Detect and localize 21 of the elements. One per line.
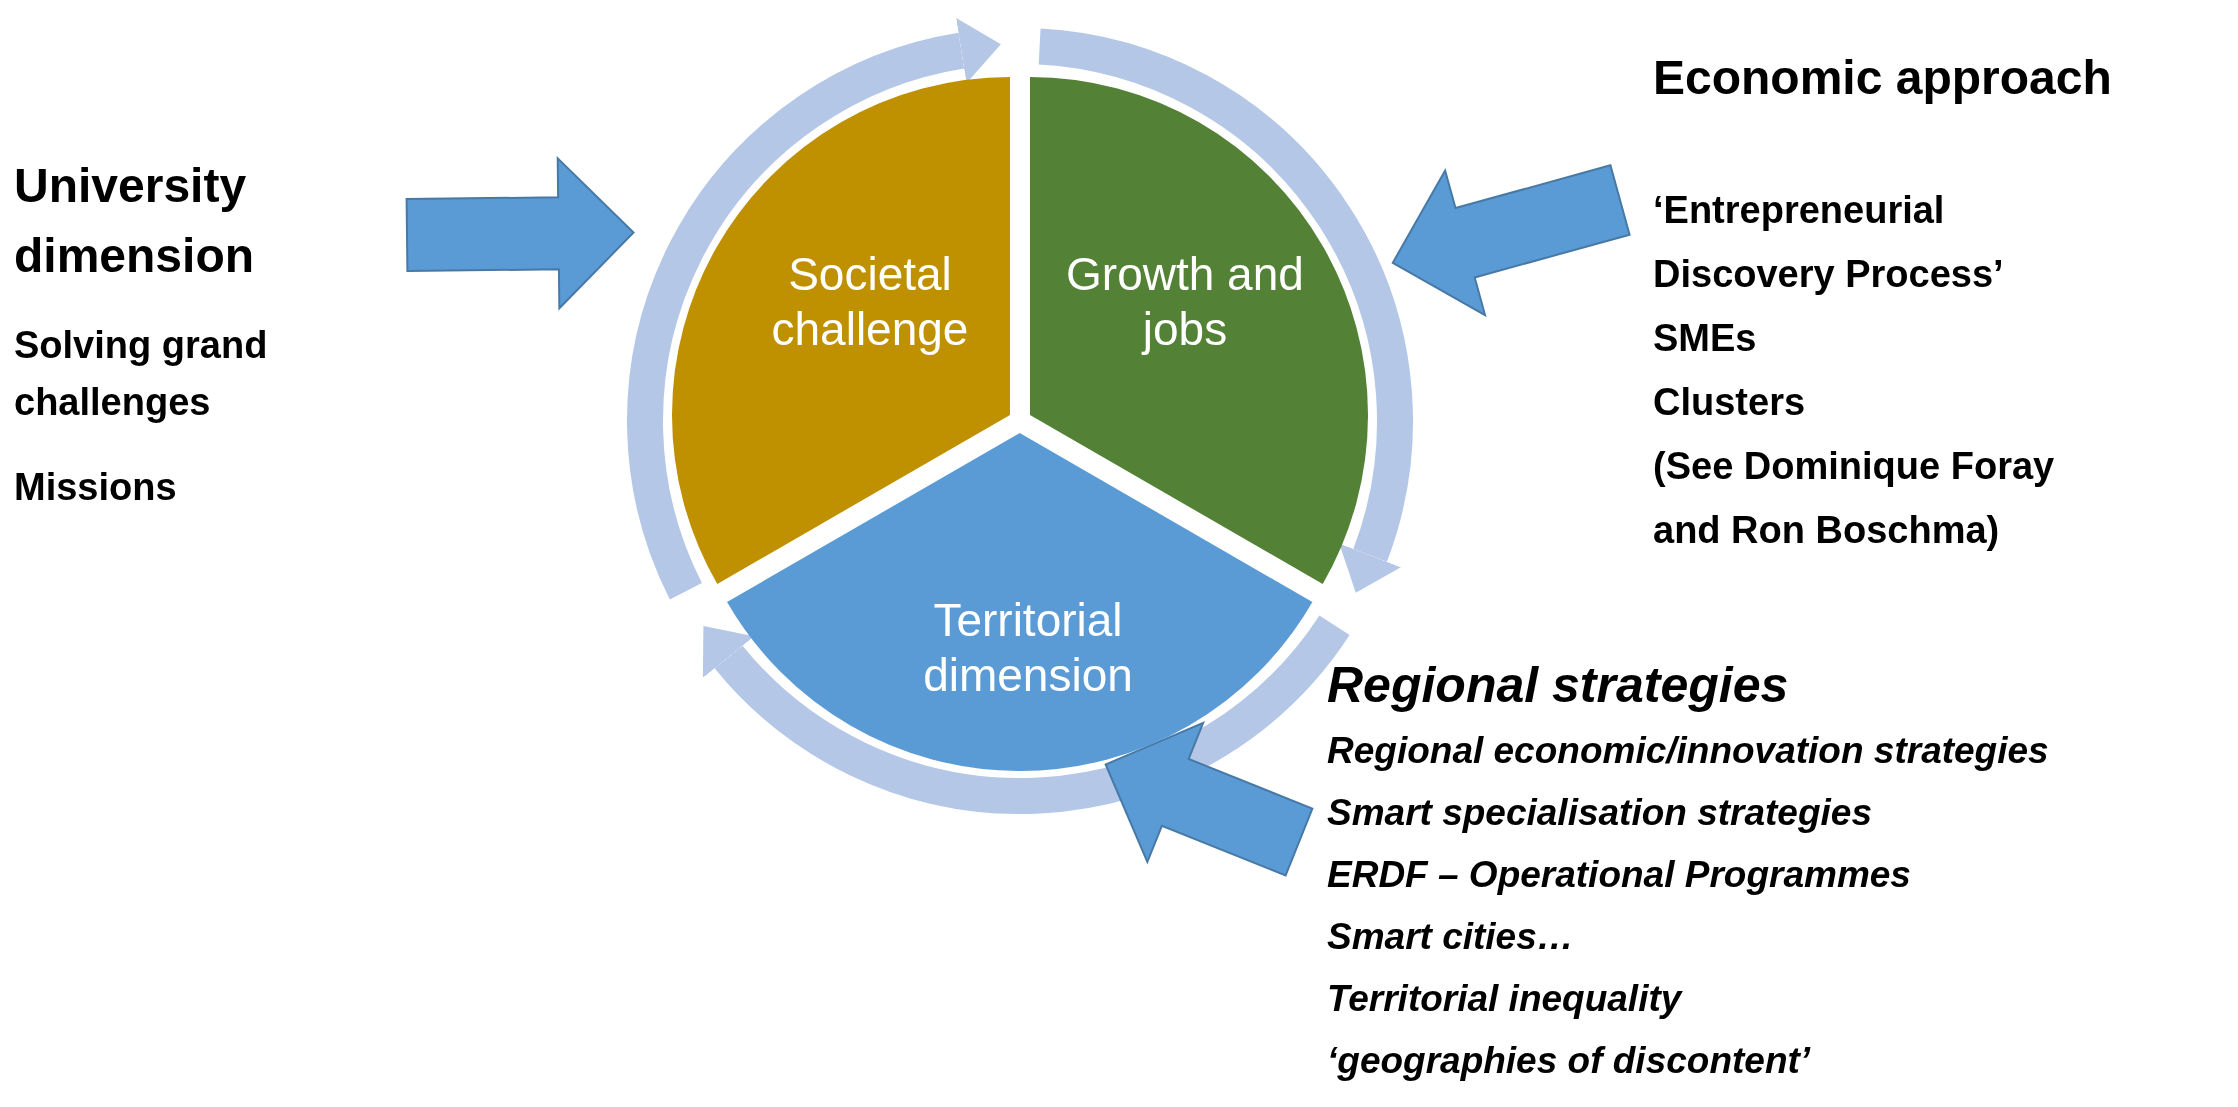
heading: Regional strategies xyxy=(1327,656,1790,715)
list-item: Smart cities… xyxy=(1327,915,1574,959)
segment-label: Societal challenge xyxy=(770,246,970,357)
list-item: Clusters xyxy=(1653,380,1807,425)
list-item: Missions xyxy=(14,465,178,510)
block-arrow xyxy=(405,155,635,311)
heading: Economic approach xyxy=(1653,50,2113,106)
list-item: ERDF – Operational Programmes xyxy=(1327,853,1911,897)
list-item: Territorial inequality xyxy=(1327,977,1682,1021)
list-item: Smart specialisation strategies xyxy=(1327,791,1872,835)
list-item: (See Dominique Foray and Ron Boschma) xyxy=(1653,444,2056,553)
block-arrow xyxy=(1391,164,1631,318)
block-arrow xyxy=(1104,720,1314,877)
heading: University dimension xyxy=(14,158,256,284)
list-item: Regional economic/innovation strategies xyxy=(1327,729,2049,773)
list-item: Solving grand challenges xyxy=(14,323,269,425)
list-item: SMEs xyxy=(1653,316,1758,361)
segment-label: Growth and jobs xyxy=(1065,246,1305,357)
segment-label: Territorial dimension xyxy=(922,592,1134,703)
list-item: ‘Entrepreneurial Discovery Process’ xyxy=(1653,188,2005,297)
list-item: ‘geographies of discontent’ xyxy=(1327,1039,1811,1083)
